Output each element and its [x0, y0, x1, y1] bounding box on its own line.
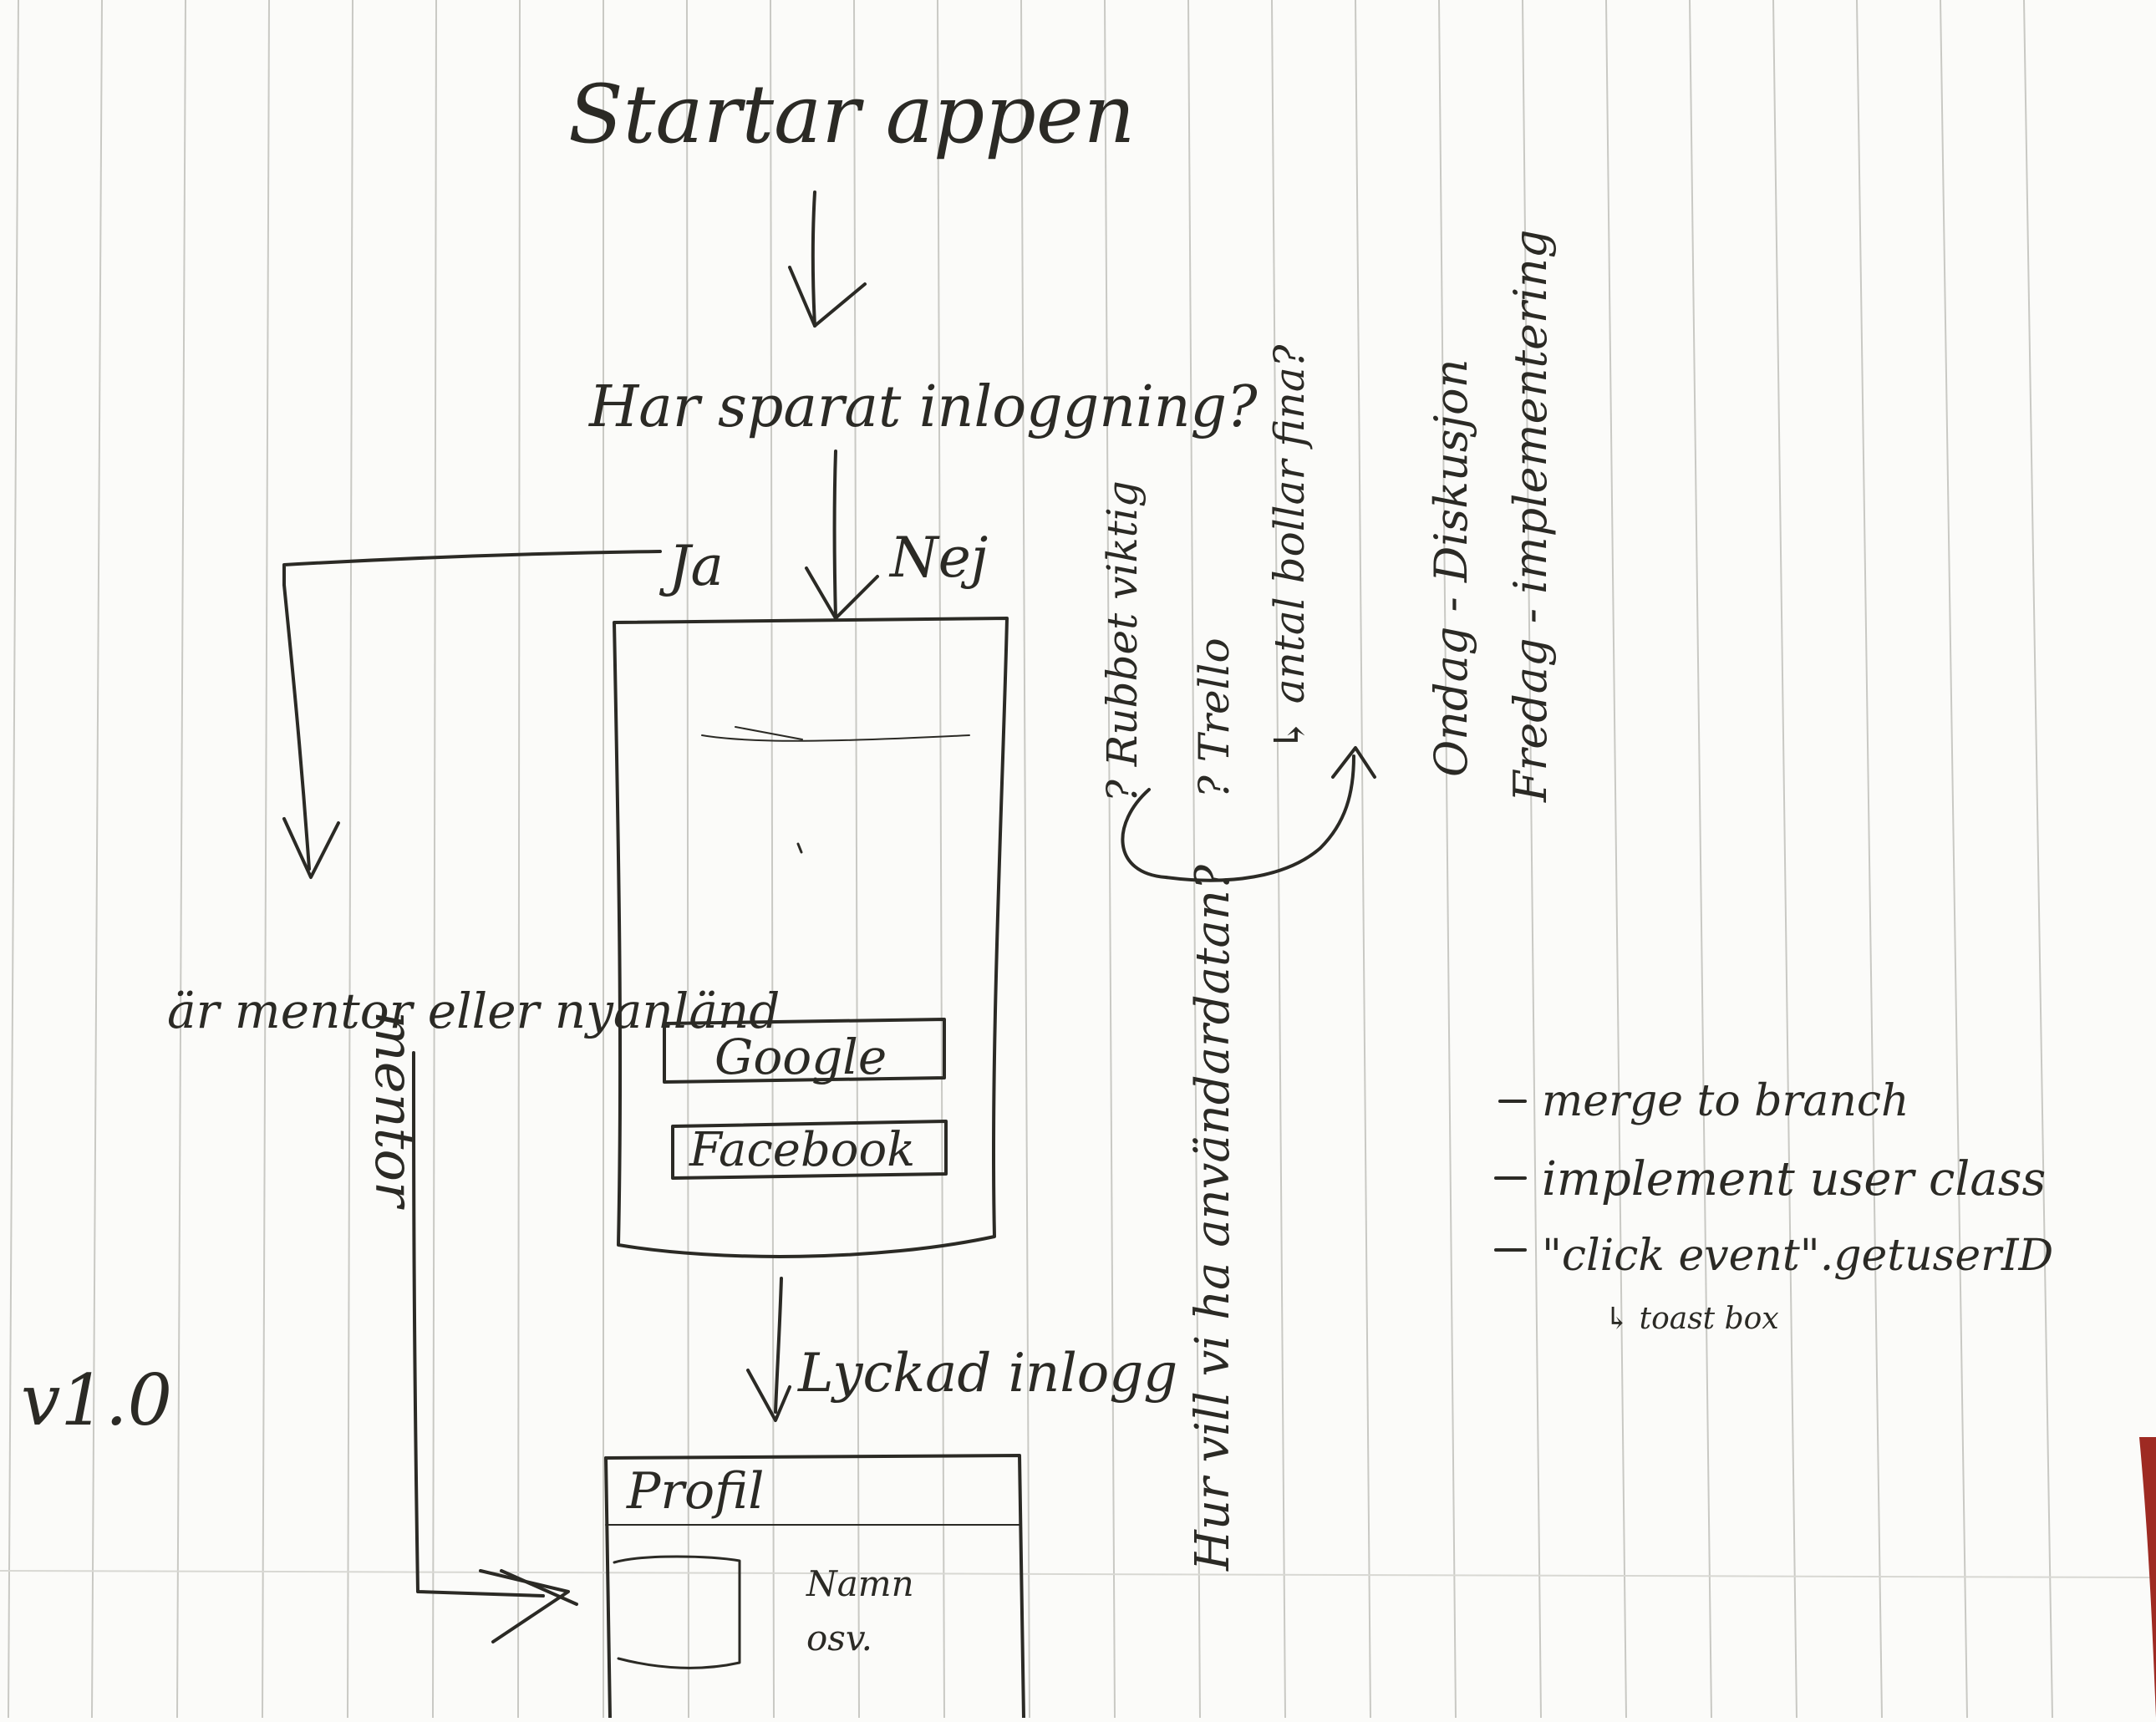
todo-list: merge to branch implement user class "cl…	[1542, 1076, 2053, 1336]
todo-sub-item: ↳ toast box	[1604, 1302, 1779, 1336]
todo-item-2: implement user class	[1542, 1152, 2046, 1206]
yes-label: Ja	[658, 534, 724, 598]
login-screen: Google Facebook	[689, 1029, 915, 1177]
google-button-box	[663, 1018, 946, 1084]
todo-item-3: "click event".getuserID	[1542, 1231, 2053, 1281]
success-label: Lyckad inlogg	[797, 1343, 1177, 1405]
flow-labels: Startar appen Har sparat inloggning? Ja …	[21, 68, 1258, 1441]
start-label: Startar appen	[568, 68, 1135, 161]
arrow-login-to-profile	[774, 1277, 783, 1414]
bracket-options	[1121, 754, 1355, 882]
facebook-button-box	[671, 1120, 948, 1180]
profile-picture-box	[613, 1555, 741, 1669]
option-1: ? Rubbet viktig	[1098, 480, 1147, 802]
option-3: ↳ antal bollar fina?	[1265, 343, 1314, 752]
line-ja-branch	[282, 550, 662, 587]
role-label: är mentor eller nyanländ	[167, 983, 780, 1039]
arrow-question-to-login	[832, 450, 837, 620]
profile-screen: Profil Namn osv.	[626, 1462, 914, 1659]
profile-title: Profil	[626, 1462, 764, 1521]
version-label: v1.0	[21, 1359, 172, 1441]
option-2: ? Trello	[1190, 637, 1238, 798]
profile-screen-frame	[604, 1454, 1025, 1719]
mentor-label: mentor	[363, 1011, 425, 1210]
data-question: Hur vill vi ha användardatan?	[1186, 864, 1240, 1572]
profile-line-1: Namn	[806, 1563, 914, 1604]
discussion-1: Ondag - Diskusjon	[1425, 359, 1477, 777]
todo-item-1: merge to branch	[1542, 1076, 1909, 1126]
discussion-2: Fredag - implementering	[1504, 230, 1557, 803]
arrow-start-to-question	[811, 190, 816, 328]
google-button-label: Google	[714, 1029, 887, 1085]
facebook-button-label: Facebook	[689, 1123, 915, 1177]
flow-strokes	[282, 190, 1527, 1719]
profile-line-2: osv.	[806, 1618, 872, 1659]
question-label: Har sparat inloggning?	[587, 374, 1258, 440]
login-screen-frame	[613, 617, 1009, 1258]
arrow-mentor-to-profile	[412, 1051, 545, 1598]
side-notes: Hur vill vi ha användardatan? ? Rubbet v…	[1098, 230, 1557, 1572]
no-label: Nej	[888, 526, 988, 590]
arrow-ja-to-role	[282, 583, 311, 871]
